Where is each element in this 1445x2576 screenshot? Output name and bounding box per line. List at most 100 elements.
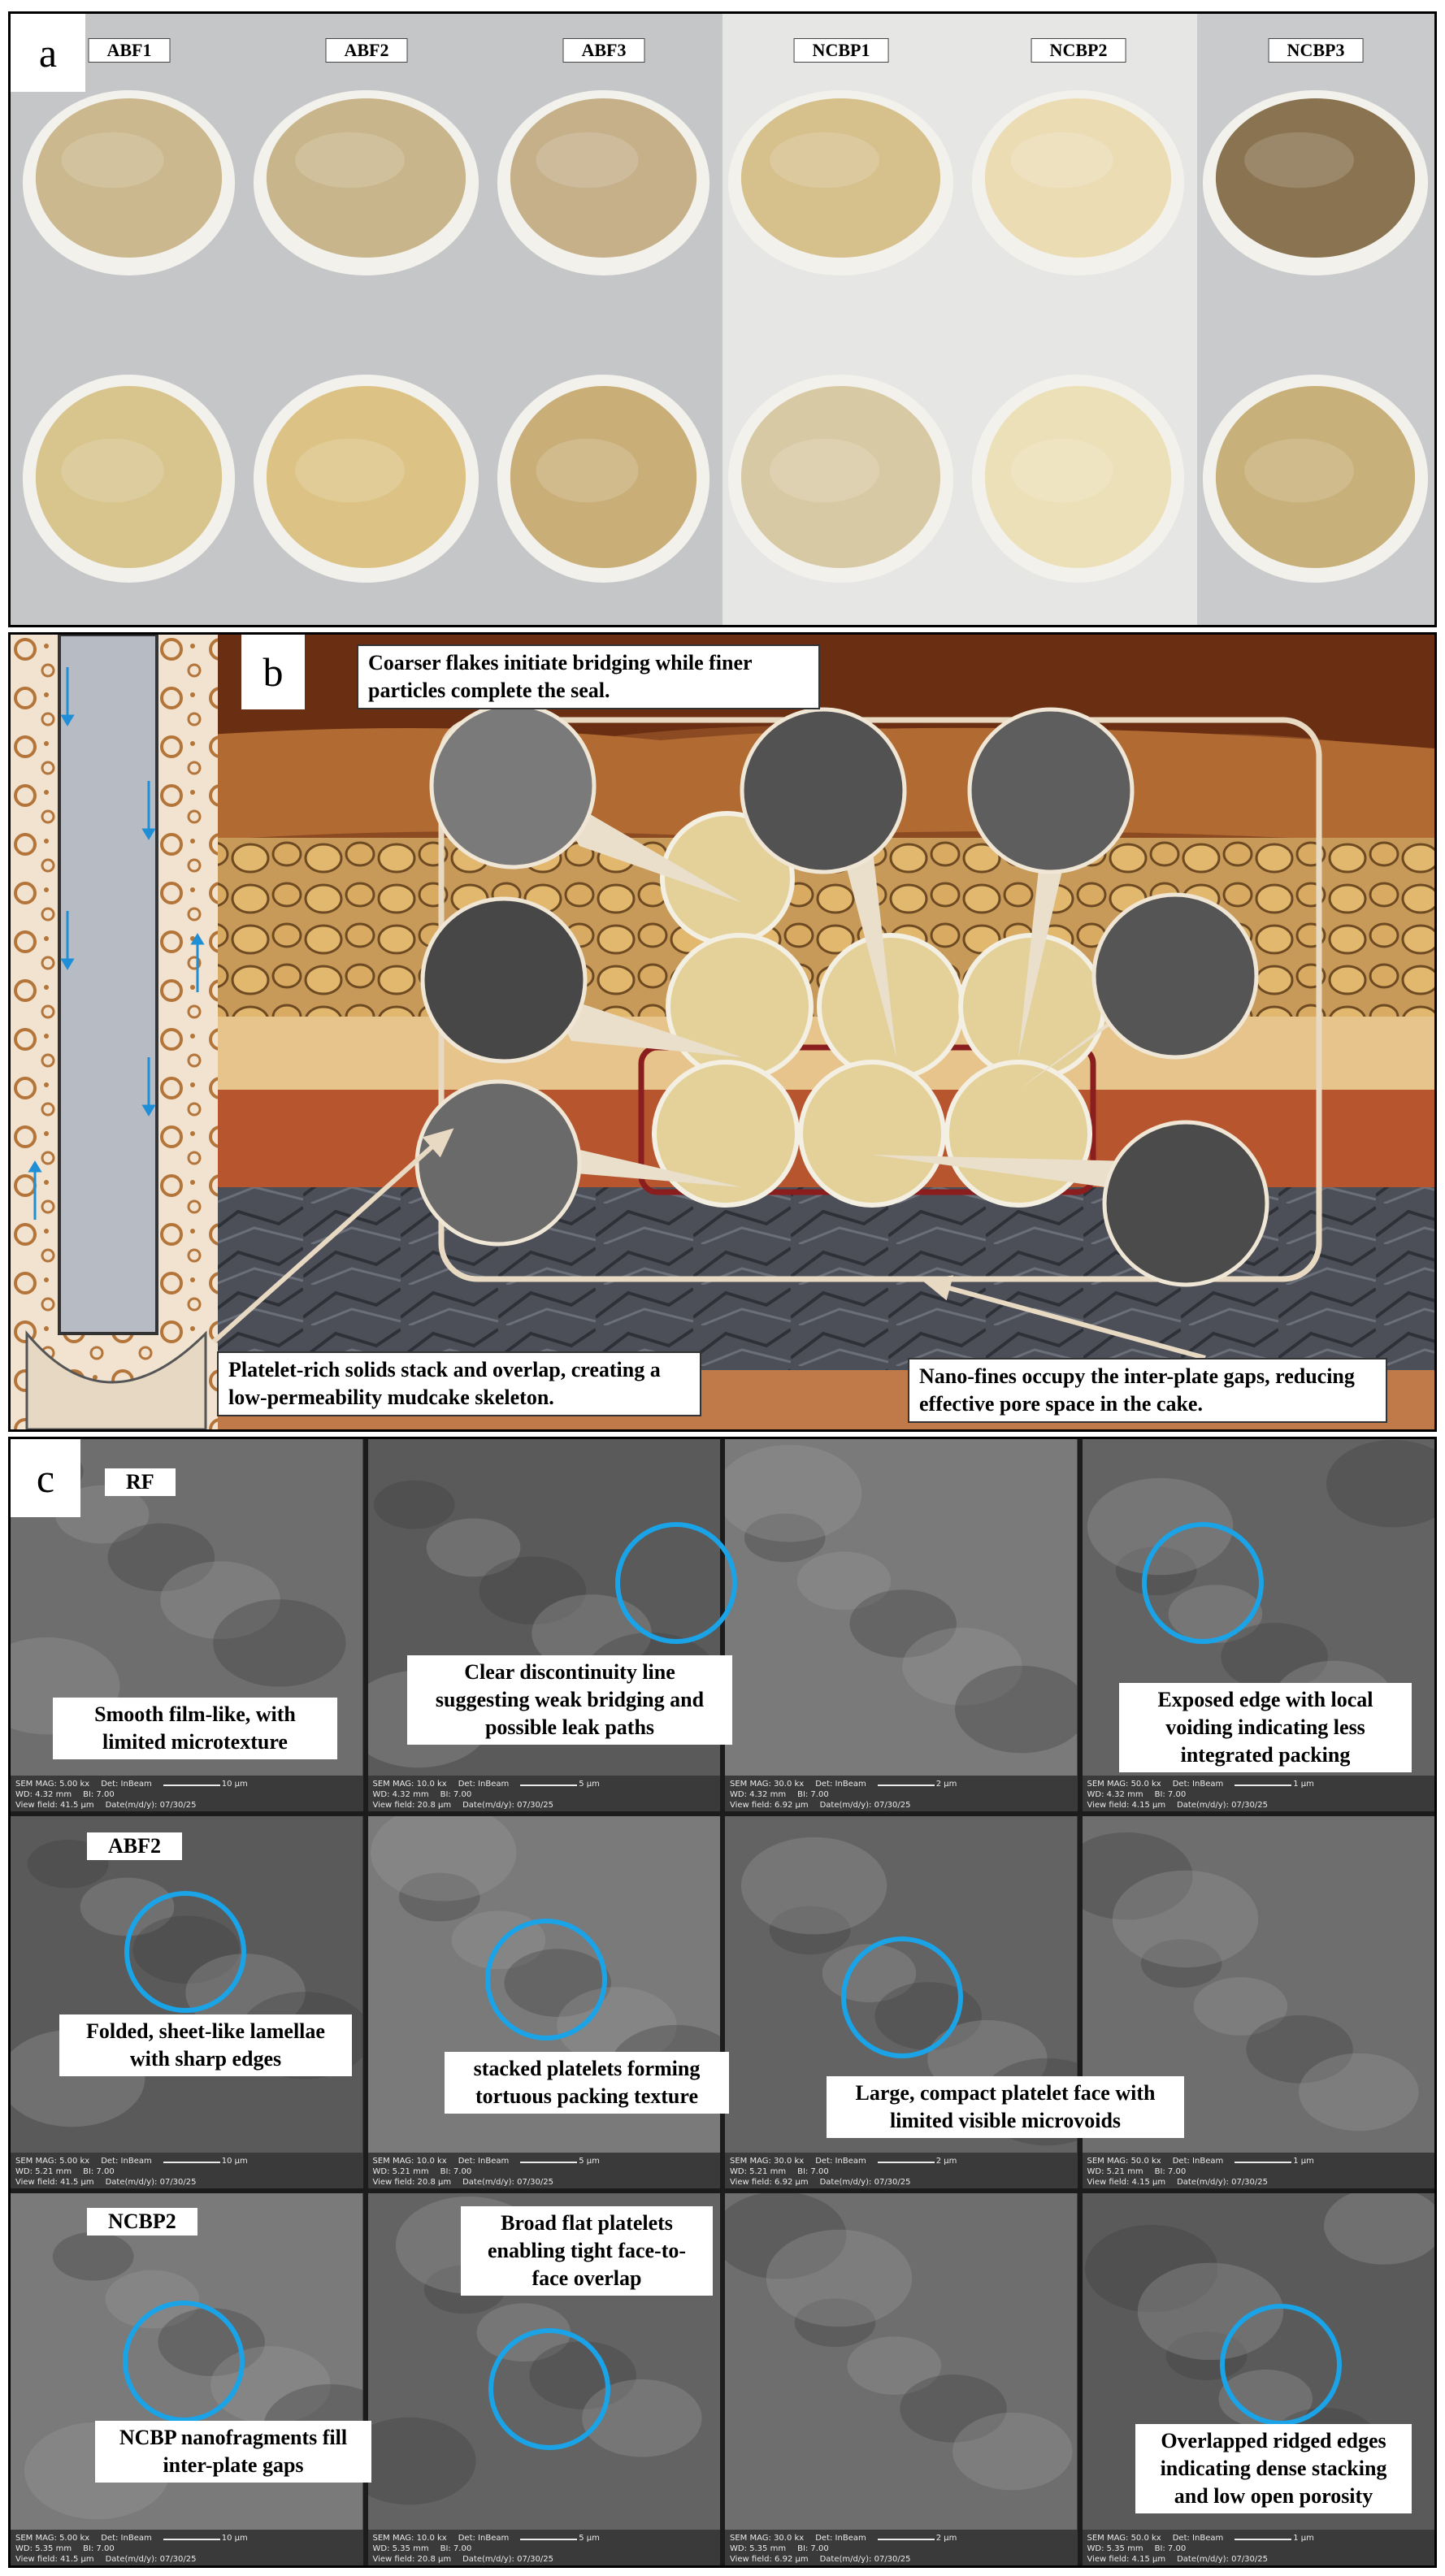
sample-photo-before-6: NCBP3	[1197, 14, 1434, 319]
scale-bar	[877, 2157, 935, 2163]
sample-photo-before-4: NCBP1	[722, 14, 960, 319]
sem-det: Det: InBeam	[458, 2534, 510, 2543]
sem-bi: BI: 7.00	[83, 2544, 115, 2553]
sem-det: Det: InBeam	[1172, 2157, 1224, 2166]
sample-label-ncbp1: NCBP1	[793, 38, 889, 63]
sem-wd: 5.35 mm	[392, 2544, 429, 2553]
highlight-circle-2	[1142, 1522, 1264, 1644]
sem-wd: 4.32 mm	[35, 1790, 72, 1799]
sem-view-field: View field: 20.8 μm	[372, 2178, 452, 2187]
sem-scale: 1 μm	[1293, 2534, 1314, 2543]
sem-wd: 5.35 mm	[749, 2544, 787, 2553]
panel-b: b Coarser flakes initiate bridging while…	[8, 632, 1437, 1432]
sem-bi: BI: 7.00	[83, 1790, 115, 1799]
sem-scale: 10 μm	[221, 2534, 248, 2543]
sem-bi: BI: 7.00	[1154, 2167, 1187, 2176]
highlight-circle-3	[124, 1891, 246, 2013]
sem-bi: BI: 7.00	[797, 1790, 829, 1799]
sem-wd: 5.21 mm	[1106, 2167, 1143, 2176]
sem-mag: SEM MAG: 5.00 kx	[15, 2157, 90, 2166]
sem-bi: BI: 7.00	[440, 1790, 472, 1799]
sample-photo-after-6	[1197, 319, 1434, 625]
sem-det: Det: InBeam	[815, 2534, 866, 2543]
sem-bi: BI: 7.00	[440, 2544, 472, 2553]
sem-mag: SEM MAG: 30.0 kx	[730, 2157, 805, 2166]
sem-bi: BI: 7.00	[797, 2167, 829, 2176]
sem-date: Date(m/d/y): 07/30/25	[1177, 1801, 1269, 1810]
sem-mag: SEM MAG: 50.0 kx	[1087, 1780, 1161, 1789]
observation-label: stacked platelets forming tortuous packi…	[445, 2052, 729, 2114]
sem-bi: BI: 7.00	[1154, 1790, 1187, 1799]
scale-bar	[520, 1780, 578, 1786]
panel-c-letter: c	[11, 1439, 80, 1517]
scale-bar	[520, 2157, 578, 2163]
highlight-circle-1	[615, 1522, 737, 1644]
sem-wd: 4.32 mm	[392, 1790, 429, 1799]
sem-wd: 4.32 mm	[749, 1790, 787, 1799]
sample-photo-before-5: NCBP2	[960, 14, 1197, 319]
sem-wd: 5.35 mm	[1106, 2544, 1143, 2553]
sem-view-field: View field: 4.15 μm	[1087, 2178, 1166, 2187]
row-tag-abf2: ABF2	[87, 1832, 182, 1860]
sem-bi: BI: 7.00	[440, 2167, 472, 2176]
sem-det: Det: InBeam	[101, 2157, 152, 2166]
observation-label: Folded, sheet-like lamellae with sharp e…	[59, 2014, 352, 2076]
sem-mag: SEM MAG: 30.0 kx	[730, 1780, 805, 1789]
sem-wd: 5.35 mm	[35, 2544, 72, 2553]
sample-photo-after-1	[11, 319, 248, 625]
sem-date: Date(m/d/y): 07/30/25	[819, 1801, 911, 1810]
sample-photo-before-3: ABF3	[485, 14, 722, 319]
callout-nano-fines: Nano-fines occupy the inter-plate gaps, …	[908, 1358, 1387, 1423]
sem-bi: BI: 7.00	[83, 2167, 115, 2176]
sem-date: Date(m/d/y): 07/30/25	[1177, 2555, 1269, 2564]
sample-label-abf3: ABF3	[562, 38, 645, 63]
sem-view-field: View field: 41.5 μm	[15, 1801, 94, 1810]
sem-mag: SEM MAG: 10.0 kx	[372, 2534, 447, 2543]
observation-label: Smooth film-like, with limited microtext…	[53, 1698, 337, 1759]
sample-photo-before-2: ABF2	[248, 14, 485, 319]
sample-label-abf1: ABF1	[88, 38, 171, 63]
sem-mag: SEM MAG: 10.0 kx	[372, 2157, 447, 2166]
sem-scale: 5 μm	[579, 2534, 600, 2543]
sem-det: Det: InBeam	[458, 1780, 510, 1789]
sem-det: Det: InBeam	[815, 2157, 866, 2166]
scale-bar	[163, 2534, 220, 2540]
wellbore-schematic	[11, 635, 1434, 1429]
sem-date: Date(m/d/y): 07/30/25	[105, 2555, 197, 2564]
scale-bar	[1235, 2534, 1292, 2540]
sample-label-ncbp2: NCBP2	[1031, 38, 1126, 63]
scale-bar	[163, 1780, 220, 1786]
observation-label: Large, compact platelet face with limite…	[827, 2076, 1184, 2138]
highlight-circle-6	[123, 2301, 245, 2422]
highlight-circle-7	[488, 2328, 610, 2450]
sem-det: Det: InBeam	[458, 2157, 510, 2166]
sem-scale: 10 μm	[221, 1780, 248, 1789]
row-tag-ncbp2: NCBP2	[87, 2208, 197, 2236]
sem-det: Det: InBeam	[101, 1780, 152, 1789]
observation-label: Broad flat platelets enabling tight face…	[461, 2206, 713, 2296]
sem-wd: 4.32 mm	[1106, 1790, 1143, 1799]
sample-photo-after-2	[248, 319, 485, 625]
sem-scale: 2 μm	[935, 2534, 957, 2543]
sem-date: Date(m/d/y): 07/30/25	[1177, 2178, 1269, 2187]
sem-scale: 1 μm	[1293, 1780, 1314, 1789]
sem-det: Det: InBeam	[1172, 1780, 1224, 1789]
sem-mag: SEM MAG: 50.0 kx	[1087, 2157, 1161, 2166]
scale-bar	[520, 2534, 578, 2540]
sem-bi: BI: 7.00	[1154, 2544, 1187, 2553]
sem-wd: 5.21 mm	[392, 2167, 429, 2176]
highlight-circle-5	[841, 1936, 963, 2058]
highlight-circle-8	[1220, 2304, 1342, 2426]
sample-label-ncbp3: NCBP3	[1268, 38, 1364, 63]
